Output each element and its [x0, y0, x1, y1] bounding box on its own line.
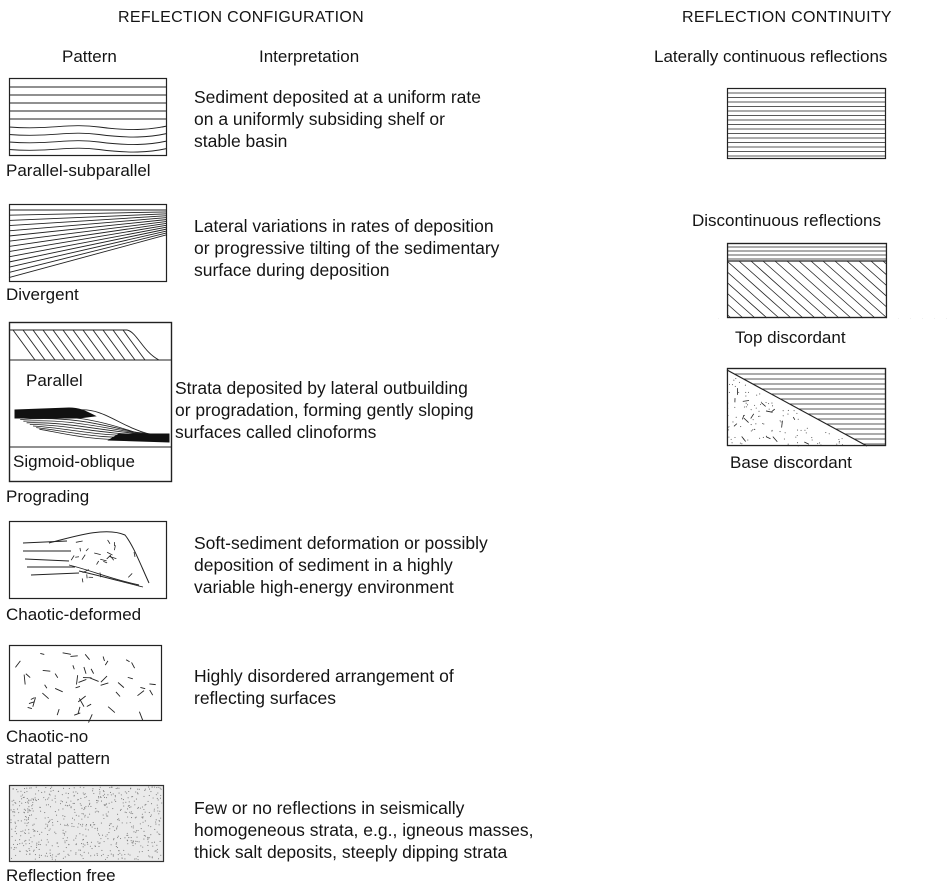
interpretation-column-header: Interpretation [259, 47, 360, 66]
top-discordant-pattern [647, 242, 952, 319]
prograding-pattern [8, 321, 173, 483]
parallel-subparallel-pattern [8, 77, 168, 157]
discontinuous-label: Discontinuous reflections [692, 211, 881, 230]
chaotic-no-stratal-pattern [8, 644, 163, 723]
config-header: REFLECTION CONFIGURATION [118, 9, 365, 26]
prograding-part-sigmoid-oblique: Sigmoid-oblique [13, 452, 135, 471]
pattern-column-header: Pattern [62, 47, 117, 66]
chaotic-deformed-pattern [8, 520, 168, 600]
base-discordant-label: Base discordant [730, 453, 852, 472]
continuous-label: Laterally continuous reflections [654, 47, 888, 66]
prograding-part-parallel: Parallel [26, 371, 83, 390]
continuity-header: REFLECTION CONTINUITY [682, 9, 892, 26]
top-discordant-label: Top discordant [735, 328, 846, 347]
row-label-prograding: Prograding [6, 487, 90, 506]
interp-divergent: Lateral variations in rates of depositio… [194, 216, 500, 280]
divergent-pattern [8, 203, 168, 283]
row-label-parallel-subparallel: Parallel-subparallel [6, 161, 151, 180]
reflection-free-pattern [8, 784, 165, 863]
row-label-reflection-free: Reflection free [6, 866, 116, 885]
row-label-divergent: Divergent [6, 285, 79, 304]
row-label-chaotic-deformed: Chaotic-deformed [6, 605, 142, 624]
continuous-reflections-pattern [726, 87, 887, 160]
base-discordant-pattern [726, 367, 887, 447]
